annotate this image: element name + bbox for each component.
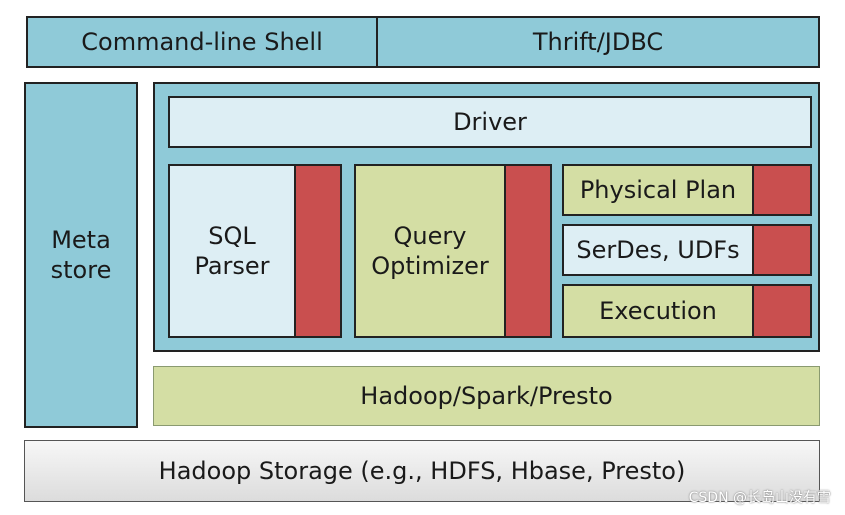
thrift-jdbc-box: Thrift/JDBC — [376, 16, 820, 68]
physical-plan-box: Physical Plan — [562, 164, 754, 216]
serdes-udfs-box: SerDes, UDFs — [562, 224, 754, 276]
hadoop-storage-label: Hadoop Storage (e.g., HDFS, Hbase, Prest… — [158, 457, 686, 485]
physical-plan-label: Physical Plan — [579, 176, 737, 204]
metastore-box: Meta store — [24, 82, 138, 428]
sql-parser-label: SQL Parser — [194, 222, 270, 280]
hadoop-spark-presto-box: Hadoop/Spark/Presto — [153, 366, 820, 426]
command-line-shell-label: Command-line Shell — [81, 28, 323, 56]
thrift-jdbc-label: Thrift/JDBC — [532, 28, 664, 56]
hadoop-spark-presto-label: Hadoop/Spark/Presto — [360, 382, 613, 410]
sql-parser-red-block — [294, 164, 342, 338]
hadoop-storage-box: Hadoop Storage (e.g., HDFS, Hbase, Prest… — [24, 440, 820, 502]
driver-box: Driver — [168, 96, 812, 148]
metastore-label: Meta store — [50, 226, 112, 284]
csdn-watermark: CSDN @长岛山没有雪 — [688, 490, 831, 506]
query-optimizer-box: Query Optimizer — [354, 164, 506, 338]
execution-label: Execution — [599, 297, 717, 325]
query-optimizer-red-block — [504, 164, 552, 338]
physical-plan-red-block — [752, 164, 812, 216]
sql-parser-box: SQL Parser — [168, 164, 296, 338]
execution-red-block — [752, 284, 812, 338]
serdes-udfs-label: SerDes, UDFs — [576, 236, 740, 264]
execution-box: Execution — [562, 284, 754, 338]
driver-label: Driver — [453, 108, 527, 136]
serdes-udfs-red-block — [752, 224, 812, 276]
command-line-shell-box: Command-line Shell — [26, 16, 378, 68]
query-optimizer-label: Query Optimizer — [371, 222, 489, 280]
